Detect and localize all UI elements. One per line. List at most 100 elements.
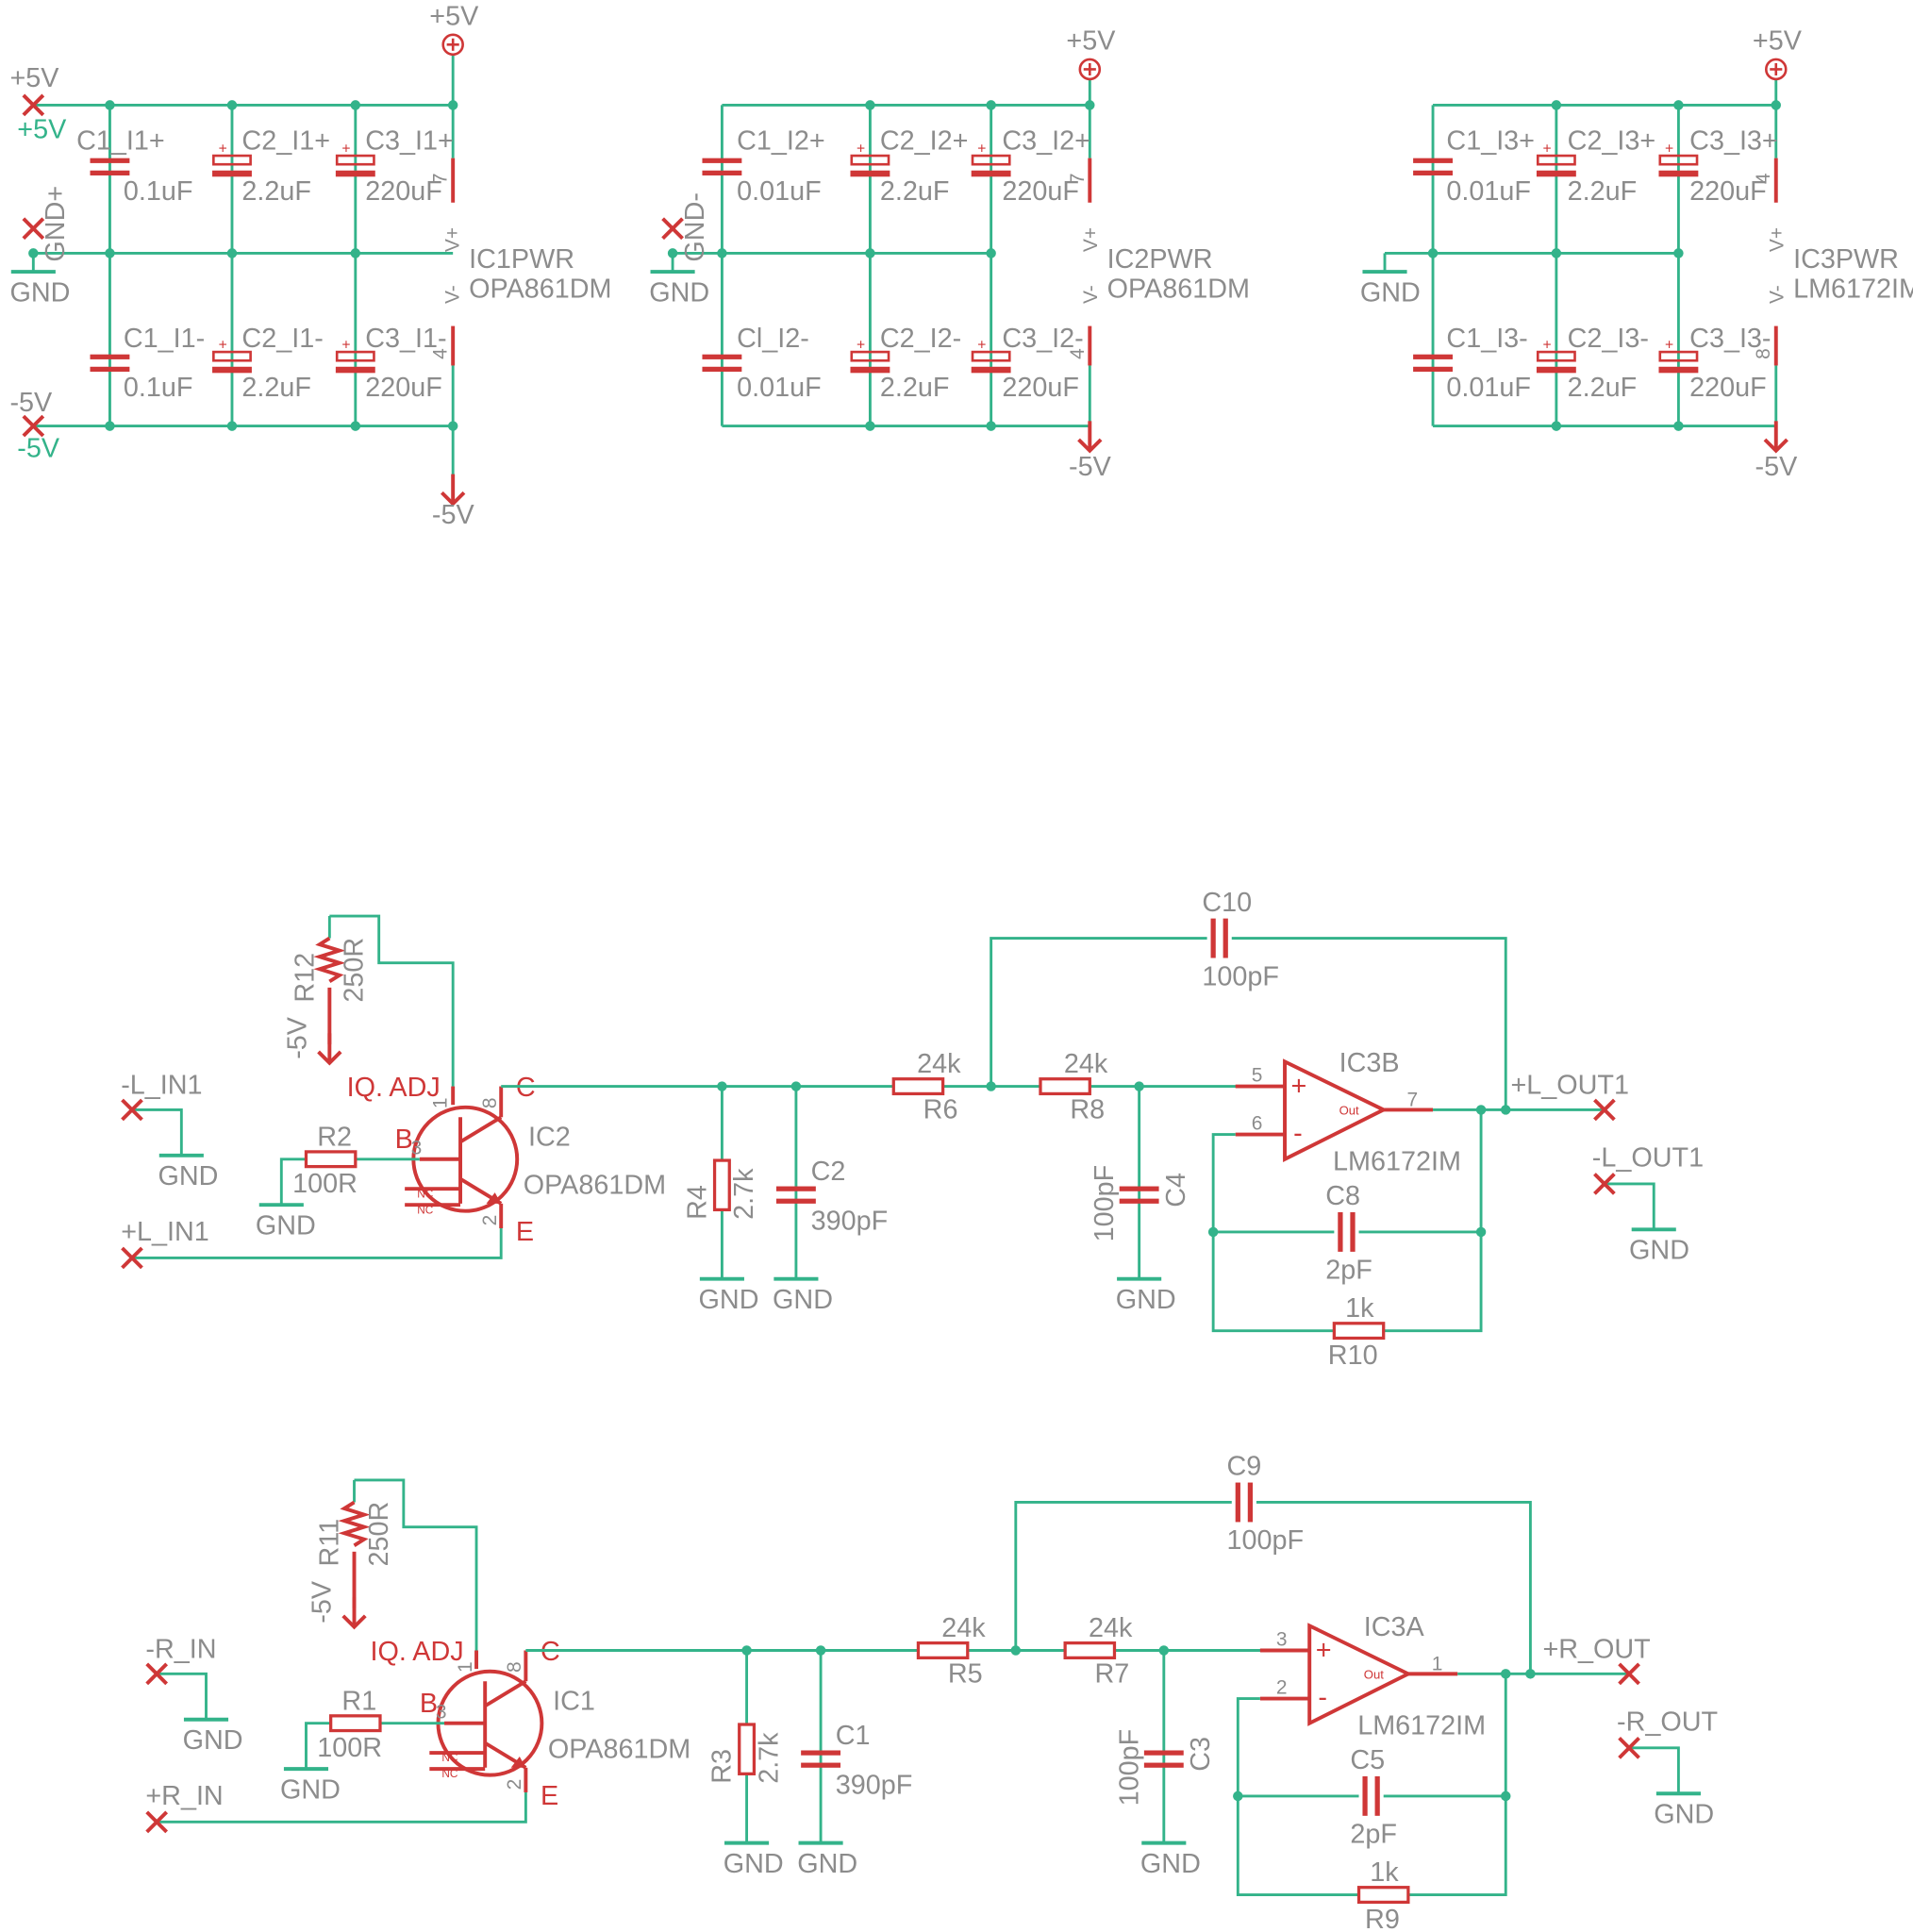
input-label: -L_IN1: [121, 1070, 202, 1100]
gnd-label: GND: [280, 1775, 341, 1806]
pin-number: 1: [430, 1097, 452, 1108]
cap-value: 220uF: [365, 373, 442, 403]
pin-vminus: V-: [1080, 285, 1102, 304]
cap-value: 220uF: [1002, 373, 1079, 403]
gnd-label: GND: [649, 277, 709, 308]
pin-vplus: V+: [442, 227, 464, 252]
cap-value: 2.2uF: [241, 176, 311, 207]
pin-number: 4: [1753, 173, 1774, 184]
resistor-value: 24k: [941, 1613, 986, 1643]
ic-value: OPA861DM: [524, 1170, 666, 1200]
minus-supply-icon: [316, 1031, 343, 1065]
supply-label: -5V: [282, 1016, 312, 1059]
cap-name: C3_I2-: [1002, 324, 1083, 354]
cap-name: C2_I1+: [241, 126, 330, 157]
pin-e-label: E: [516, 1217, 534, 1247]
ic-name: IC1PWR: [469, 244, 574, 275]
cap-value: 390pF: [811, 1206, 889, 1236]
output-label: -L_OUT1: [1592, 1143, 1704, 1174]
cap-name: C1_I1-: [124, 324, 205, 354]
pin-number: 6: [1252, 1112, 1263, 1134]
pin-b-label: B: [420, 1689, 438, 1719]
cap-value: 100pF: [1227, 1525, 1305, 1556]
cap-value: 0.01uF: [737, 373, 822, 403]
cap-name: C3_I3+: [1689, 126, 1778, 157]
pin-number: 7: [430, 173, 452, 184]
opamp-out: Out: [1339, 1104, 1359, 1118]
cap-name: C2_I3-: [1568, 324, 1649, 354]
minus-supply-icon: [341, 1595, 368, 1629]
plus-supply-icon: [1764, 58, 1788, 81]
cap-name: C1_I3-: [1446, 324, 1527, 354]
cap-value: 2pF: [1350, 1820, 1397, 1850]
power-block-3: +5V -5V GND C1_I3+ 0.01uF C2_I3+ 2.2uF C…: [1360, 26, 1913, 482]
port-label: -5V: [9, 388, 53, 418]
resistor-value: 100R: [317, 1733, 382, 1763]
ic-name: IC2PWR: [1107, 244, 1213, 275]
opamp-value: LM6172IM: [1357, 1710, 1486, 1740]
supply-label: -5V: [308, 1580, 338, 1624]
nc-label: NC: [417, 1204, 433, 1216]
ic-name: IC1: [553, 1686, 595, 1716]
pin-number: 8: [479, 1097, 501, 1108]
gnd-label: GND: [699, 1285, 759, 1315]
output-label: +L_OUT1: [1510, 1070, 1629, 1100]
gnd-label: GND: [1629, 1236, 1689, 1266]
pin-vplus: V+: [1080, 227, 1102, 252]
resistor-name: R2: [317, 1122, 352, 1152]
iq-adj-label: IQ. ADJ: [371, 1637, 464, 1667]
nc-label: NC: [417, 1188, 433, 1200]
cap-value: 2.2uF: [880, 176, 950, 207]
resistor-name: R8: [1070, 1095, 1105, 1125]
opamp-minus: -: [1318, 1682, 1327, 1712]
pin-number: 4: [1067, 348, 1089, 359]
resistor-name: R12: [290, 953, 320, 1003]
opamp-plus: +: [1316, 1636, 1332, 1666]
pin-vminus: V-: [1767, 285, 1788, 304]
pin-c-label: C: [541, 1637, 560, 1667]
right-channel: R11 250R -5V IQ. ADJ NC NC C B E 1 8 3 2…: [144, 1452, 1718, 1932]
cap-value: 390pF: [836, 1770, 913, 1800]
cap-value: 100pF: [1114, 1729, 1144, 1807]
pin-number: 4: [430, 348, 452, 359]
cap-name: C2_I3+: [1568, 126, 1656, 157]
opamp-name: IC3B: [1339, 1048, 1400, 1078]
cap-value: 2pF: [1325, 1256, 1372, 1286]
resistor-name: R3: [707, 1749, 738, 1784]
cap-name: C5: [1350, 1745, 1385, 1775]
power-block-1: +5V +5V +5V -5V -5V GND GND+ -5V C1_I1+ …: [8, 1, 612, 530]
gnd-label: GND: [1360, 277, 1421, 308]
cap-value: 100pF: [1202, 961, 1279, 991]
cap-name: C1_I2+: [737, 126, 825, 157]
cap-name: C2: [811, 1157, 846, 1187]
supply-label: +5V: [429, 1, 479, 31]
pin-number: 8: [504, 1661, 525, 1673]
pin-c-label: C: [516, 1073, 536, 1103]
gnd-label: GND: [1116, 1285, 1176, 1315]
cap-value: 0.01uF: [1446, 373, 1531, 403]
resistor-value: 1k: [1370, 1857, 1399, 1888]
supply-label: -5V: [432, 500, 475, 530]
resistor-value: 100R: [292, 1169, 358, 1199]
port-label: GND+: [41, 186, 71, 262]
cap-value: 2.2uF: [1568, 176, 1638, 207]
resistor-value: 250R: [340, 938, 370, 1003]
iq-adj-label: IQ. ADJ: [347, 1073, 441, 1103]
cap-name: C2_I2-: [880, 324, 961, 354]
resistor-value: 2.7k: [754, 1732, 784, 1784]
opamp-out: Out: [1364, 1668, 1384, 1682]
left-channel: R12 250R -5V IQ. ADJ NC NC C B E 1 8 3 2…: [120, 888, 1704, 1371]
resistor-name: R4: [682, 1185, 712, 1220]
cap-value: 2.2uF: [241, 373, 311, 403]
resistor-value: 24k: [1064, 1049, 1108, 1079]
input-label: +R_IN: [145, 1781, 223, 1811]
resistor-name: R9: [1365, 1905, 1400, 1932]
resistor-value: 1k: [1345, 1293, 1374, 1324]
power-block-2: +5V -5V GND GND- C1_I2+ 0.01uF C2_I2+ 2.…: [648, 26, 1250, 482]
pin-number: 2: [479, 1215, 501, 1226]
cap-value: 100pF: [1090, 1165, 1120, 1242]
resistor-name: R5: [948, 1659, 983, 1690]
supply-label: +5V: [1066, 26, 1116, 57]
resistor-name: R11: [314, 1519, 344, 1567]
